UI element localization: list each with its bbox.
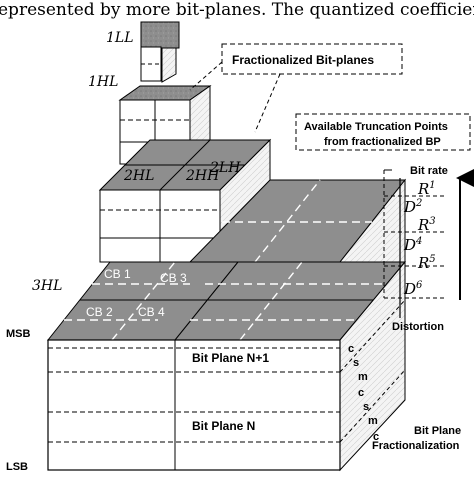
label-2hh: 2HH: [185, 168, 220, 184]
msb-label: MSB: [6, 328, 31, 340]
callout-truncation: Available Truncation Points from fractio…: [295, 113, 471, 151]
code-block-label: CB 4: [138, 305, 165, 319]
fractionalization-line2: Fractionalization: [372, 440, 460, 452]
pass-letter: m: [368, 415, 378, 427]
fractionalization-line1: Bit Plane: [414, 425, 461, 437]
label-1ll: 1LL: [106, 30, 134, 46]
subband-1ll-block: [140, 21, 180, 83]
pass-letter: s: [353, 357, 359, 369]
label-1hl: 1HL: [88, 74, 118, 90]
code-block-label: CB 1: [104, 267, 131, 281]
bit-plane-n1-label: Bit Plane N+1: [192, 351, 269, 365]
lsb-label: LSB: [6, 461, 28, 473]
pass-letter: c: [373, 431, 379, 443]
rate-point-r5: R5: [417, 254, 436, 272]
callout-truncation-line2: from fractionalized BP: [324, 136, 441, 148]
main-cube: [46, 260, 407, 472]
pass-letter: m: [358, 371, 368, 383]
code-block-label: CB 2: [86, 305, 113, 319]
rate-point-r1: R1: [417, 180, 436, 198]
rate-point-d6: D6: [403, 280, 423, 298]
callout-truncation-line1: Available Truncation Points: [304, 121, 448, 133]
pass-letter: s: [363, 401, 369, 413]
rate-point-d2: D2: [403, 198, 422, 216]
bit-rate-label: Bit rate: [410, 165, 448, 177]
rate-distortion-axis: Bit rate Distortion: [383, 165, 474, 333]
callout-fractionalized-text: Fractionalized Bit-planes: [232, 53, 374, 67]
pass-letter: c: [358, 387, 364, 399]
bit-plane-n-label: Bit Plane N: [192, 419, 255, 433]
callout-fractionalized: Fractionalized Bit-planes: [189, 43, 403, 133]
rate-point-d4: D4: [403, 236, 422, 254]
rate-point-r3: R3: [417, 216, 436, 234]
pass-letter: c: [348, 343, 354, 355]
top-caption: epresented by more bit-planes. The quant…: [0, 0, 474, 20]
label-2lh: 2LH: [209, 160, 241, 176]
label-2hl: 2HL: [123, 168, 154, 184]
level2-block: [98, 138, 272, 263]
label-3hl: 3HL: [32, 278, 62, 294]
rate-points: R1 D2 R3 D4 R5 D6: [403, 180, 436, 298]
code-block-label: CB 3: [160, 271, 187, 285]
distortion-label: Distortion: [392, 321, 444, 333]
pass-letters: c s m c s m c: [348, 343, 379, 443]
